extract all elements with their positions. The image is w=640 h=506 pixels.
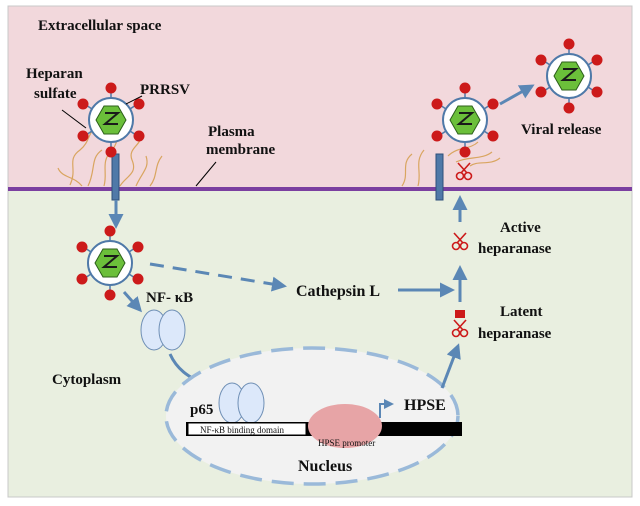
p65-dimer-icon [218, 382, 265, 424]
membrane-pointer [195, 161, 217, 187]
membrane-receptor-right [435, 153, 444, 201]
hpse-expression-arrow [440, 343, 461, 389]
nfkb-binding-domain-box [187, 422, 307, 436]
viral-release-label: Viral release [521, 122, 602, 138]
binding-domain-label: NF-κB binding domain [200, 425, 285, 435]
nucleus-membrane [164, 346, 460, 486]
hpse-promoter-region [308, 404, 382, 448]
figure-frame [7, 5, 633, 498]
heparan-label-line2: sulfate [34, 86, 77, 102]
cathepsin-label: Cathepsin L [296, 283, 380, 300]
membrane-receptor-left [111, 153, 120, 201]
nfkb-dimer-icon [140, 309, 186, 351]
heparan-label-line1: Heparan [26, 66, 83, 82]
hpse-label: HPSE [404, 397, 446, 414]
heparan-sulfate-strands-right [401, 141, 501, 187]
plasma-label-line2: membrane [206, 142, 275, 158]
transcription-start-arrow [379, 399, 394, 418]
active-heparanase-label-line2: heparanase [478, 241, 552, 257]
heparan-pointer [61, 109, 87, 129]
hpse-promoter-label: HPSE promoter [318, 438, 375, 448]
viral-release-arrow [499, 84, 535, 106]
nucleus-label: Nucleus [298, 458, 352, 475]
latent-heparanase-icon [451, 310, 469, 338]
latent-heparanase-label-line2: heparanase [478, 326, 552, 342]
latent-heparanase-label-line1: Latent [500, 304, 543, 320]
cytoplasm-label: Cytoplasm [52, 372, 122, 388]
nfkb-label: NF- κB [146, 290, 193, 306]
prrsv-pointer [125, 95, 143, 105]
scissors-icon [455, 162, 473, 181]
extracellular-label: Extracellular space [38, 18, 162, 34]
scissors-icon [451, 232, 469, 251]
nfkb-activation-arrow [122, 291, 142, 313]
plasma-label-line1: Plasma [208, 124, 255, 140]
active-heparanase-label-line1: Active [500, 220, 541, 236]
prrsv-label: PRRSV [140, 82, 190, 98]
p65-label: p65 [190, 402, 213, 418]
